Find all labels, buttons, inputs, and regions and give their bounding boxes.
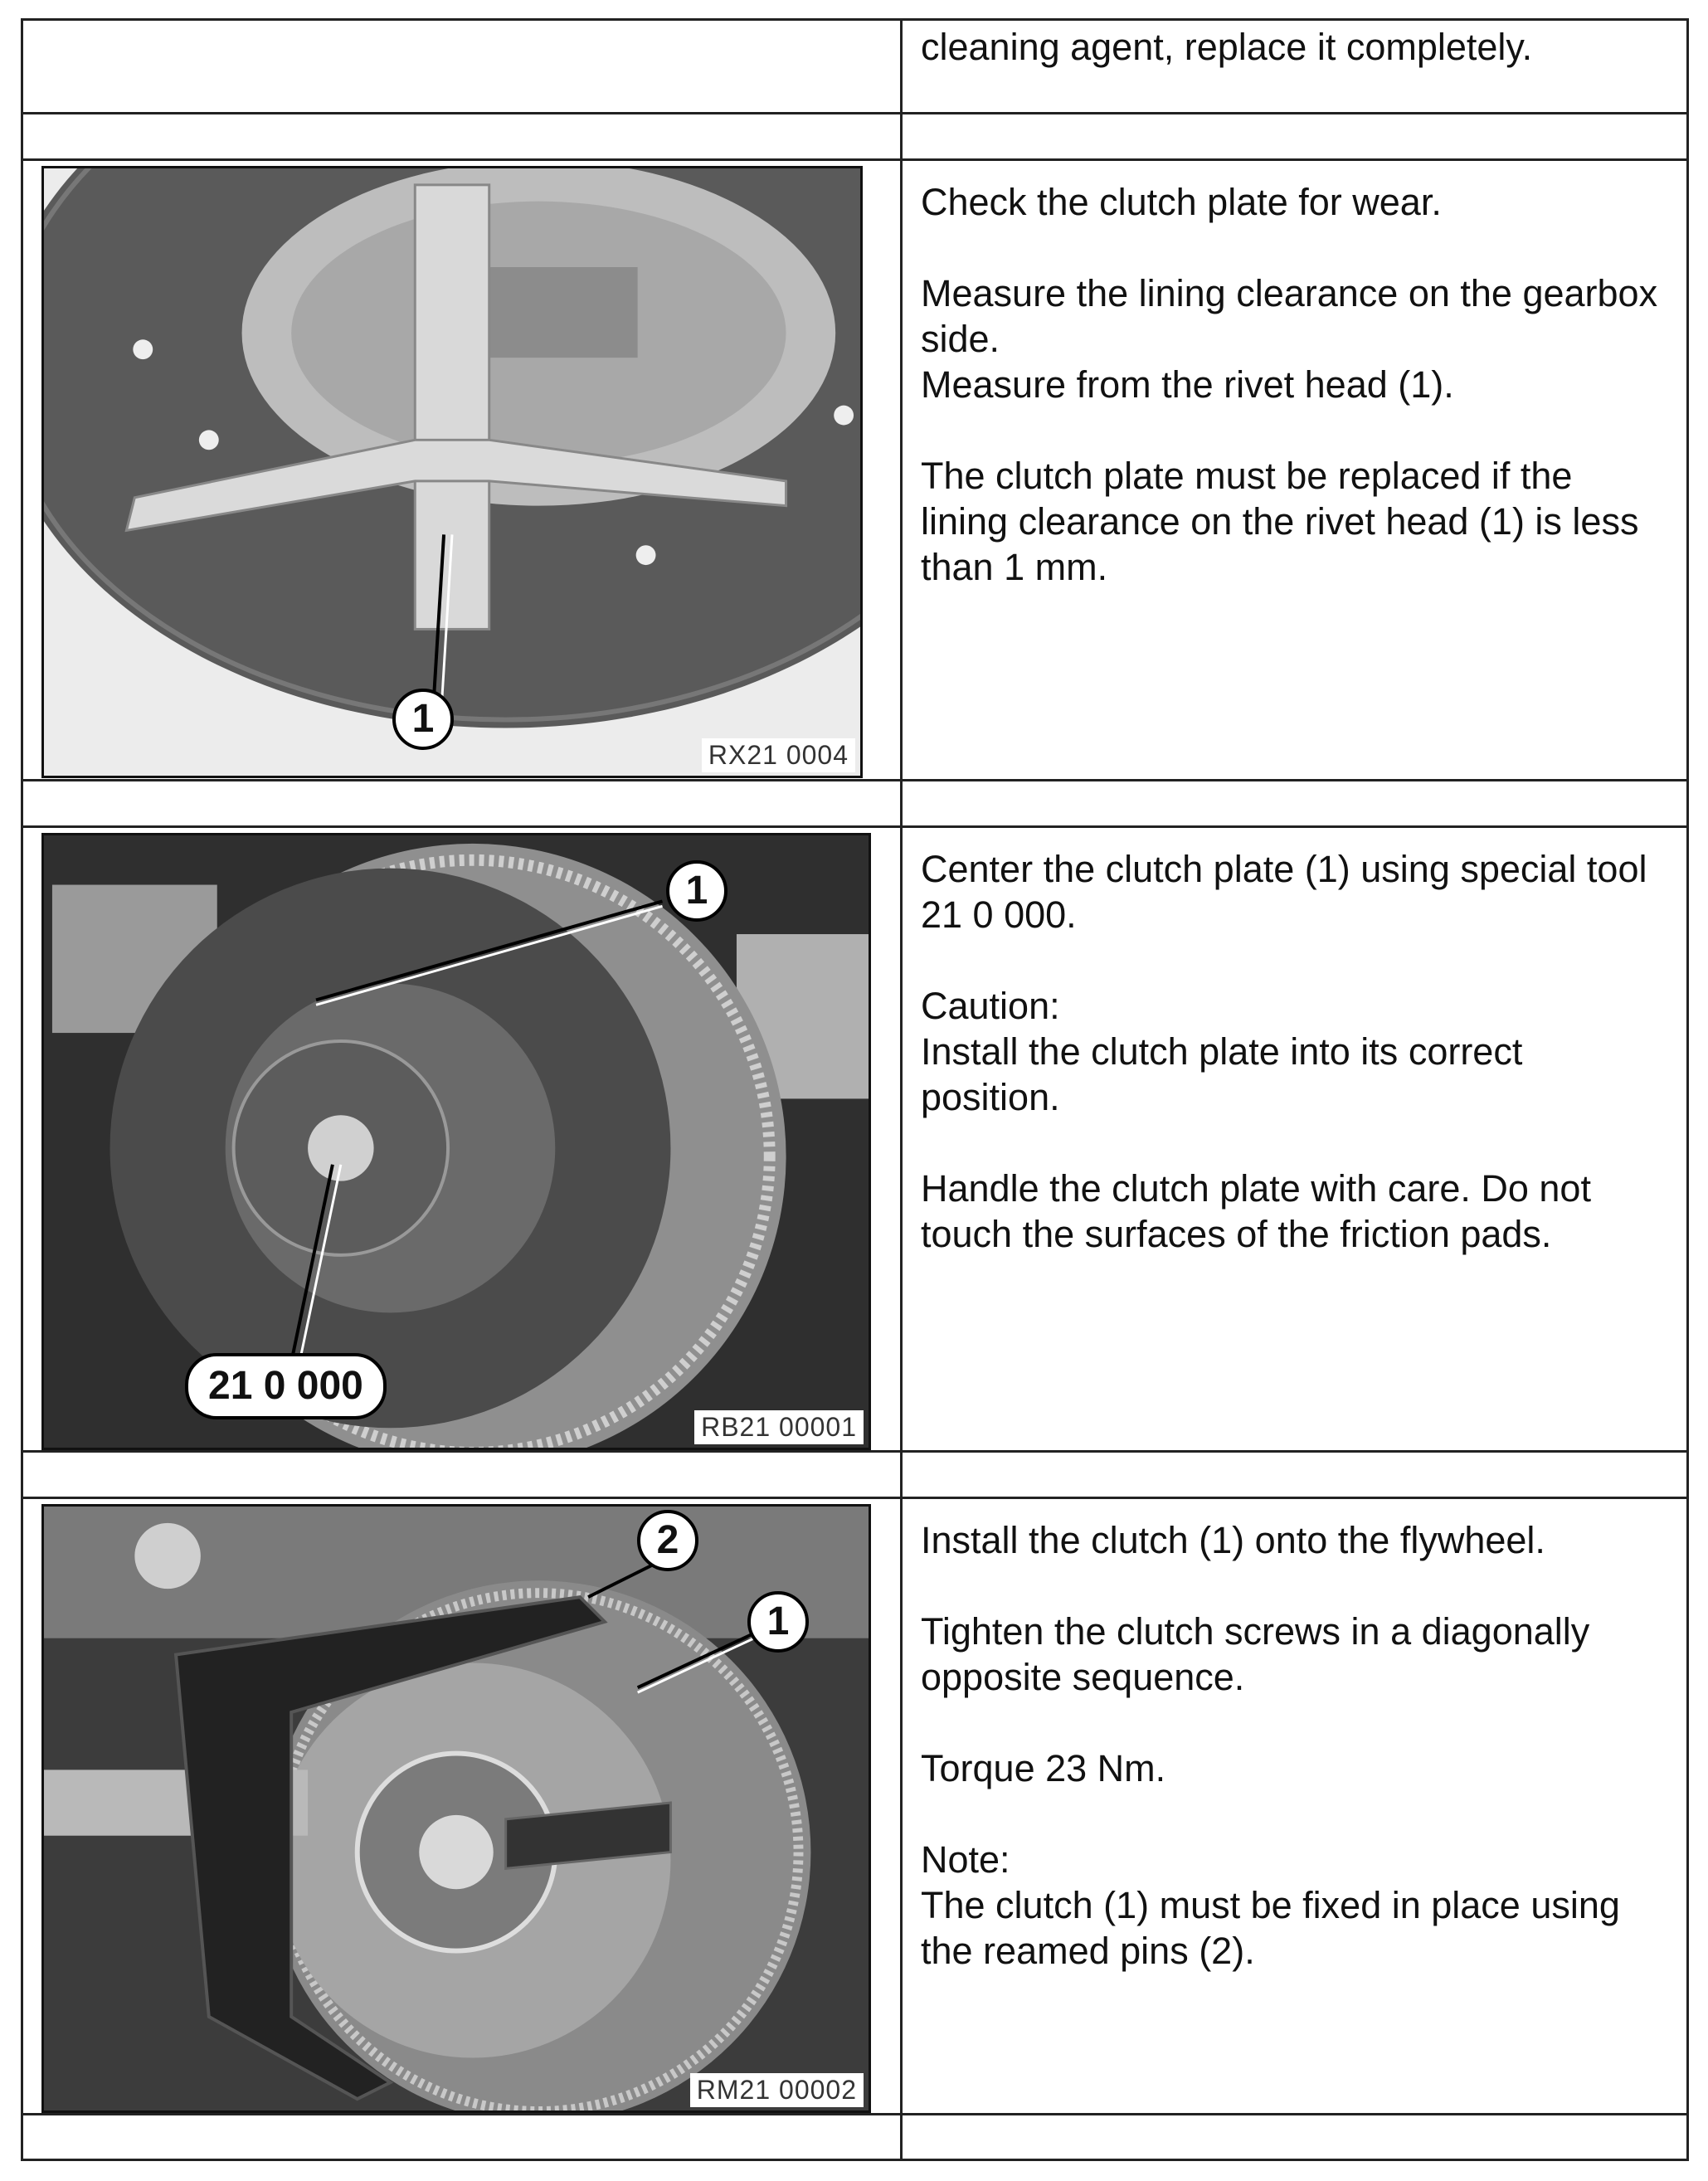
instruction-cell: cleaning agent, replace it completely. <box>903 21 1689 112</box>
procedure-table: cleaning agent, replace it completely. <box>21 18 1689 2161</box>
instruction-cell: Install the clutch (1) onto the flywheel… <box>903 1499 1689 2113</box>
instruction-text: The clutch plate must be replaced if the… <box>921 455 1639 588</box>
empty-cell <box>23 114 903 158</box>
empty-cell <box>903 1453 1689 1497</box>
image-cell: 2 1 RM21 00002 <box>23 1499 903 2113</box>
empty-cell <box>23 21 903 112</box>
empty-cell <box>23 1453 903 1497</box>
empty-cell <box>23 781 903 825</box>
clutch-installation-photo: 2 1 RM21 00002 <box>41 1504 871 2113</box>
table-row: 1 21 0 000 RB21 00001 Center the clutch … <box>23 828 1689 1453</box>
clutch-centering-illustration <box>44 835 869 1448</box>
callout-reamed-pins: 2 <box>637 1510 698 1571</box>
table-row: cleaning agent, replace it completely. <box>23 21 1689 114</box>
clutch-plate-centering-photo: 1 21 0 000 RB21 00001 <box>41 833 871 1450</box>
callout-clutch-plate: 1 <box>666 860 727 922</box>
instruction-text: Install the clutch plate into its correc… <box>921 1030 1523 1118</box>
instruction-text: Tighten the clutch screws in a diagonall… <box>921 1610 1590 1698</box>
instruction-text: Install the clutch (1) onto the flywheel… <box>921 1519 1545 1561</box>
empty-cell <box>903 2115 1689 2159</box>
empty-cell <box>903 114 1689 158</box>
instruction-text: The clutch (1) must be fixed in place us… <box>921 1884 1620 1972</box>
clutch-plate-illustration <box>44 168 860 776</box>
table-row: 2 1 RM21 00002 Install the clutch (1) on… <box>23 1499 1689 2115</box>
image-cell: 1 21 0 000 RB21 00001 <box>23 828 903 1450</box>
spacer-row <box>23 1453 1689 1499</box>
callout-clutch: 1 <box>747 1591 809 1653</box>
image-reference-tag: RX21 0004 <box>701 738 855 772</box>
instruction-text: Measure from the rivet head (1). <box>921 363 1454 406</box>
table-row: 1 RX21 0004 Check the clutch plate for w… <box>23 161 1689 781</box>
image-cell: 1 RX21 0004 <box>23 161 903 779</box>
image-reference-tag: RM21 00002 <box>689 2073 864 2107</box>
instruction-text: Center the clutch plate (1) using specia… <box>921 848 1647 936</box>
clutch-plate-measurement-photo: 1 RX21 0004 <box>41 166 863 778</box>
instruction-text: Note: <box>921 1838 1010 1881</box>
instruction-text: Handle the clutch plate with care. Do no… <box>921 1167 1591 1255</box>
instruction-text: Torque 23 Nm. <box>921 1747 1166 1789</box>
spacer-row <box>23 781 1689 828</box>
spacer-row <box>23 2115 1689 2161</box>
clutch-installation-illustration <box>44 1507 869 2110</box>
instruction-text: Check the clutch plate for wear. <box>921 181 1442 223</box>
callout-special-tool: 21 0 000 <box>185 1353 387 1419</box>
image-reference-tag: RB21 00001 <box>694 1410 864 1444</box>
instruction-text: Measure the lining clearance on the gear… <box>921 272 1658 360</box>
empty-cell <box>903 781 1689 825</box>
callout-rivet-head: 1 <box>392 689 454 750</box>
instruction-cell: Check the clutch plate for wear. Measure… <box>903 161 1689 779</box>
instruction-cell: Center the clutch plate (1) using specia… <box>903 828 1689 1450</box>
instruction-text: Caution: <box>921 985 1060 1027</box>
spacer-row <box>23 114 1689 161</box>
instruction-text: cleaning agent, replace it completely. <box>921 26 1533 68</box>
empty-cell <box>23 2115 903 2159</box>
